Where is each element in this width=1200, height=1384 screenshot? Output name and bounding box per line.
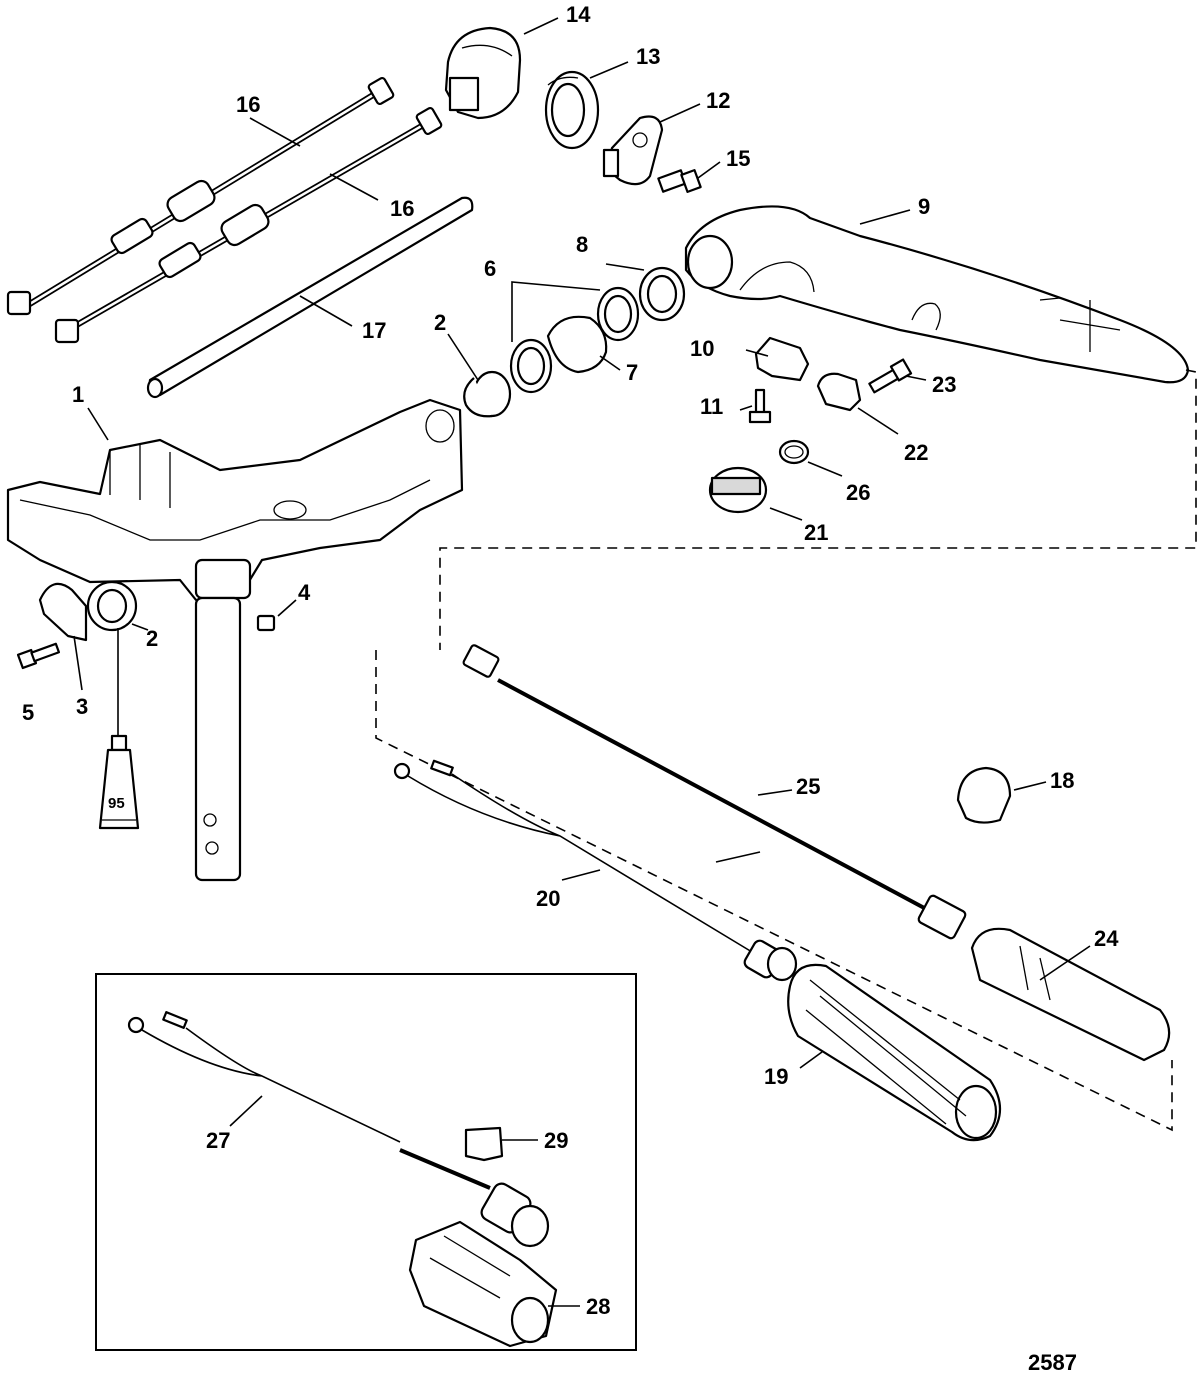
callout-25: 25: [796, 774, 820, 799]
part-16-rod-a: [6, 76, 395, 316]
callout-19: 19: [764, 1064, 788, 1089]
callout-18: 18: [1050, 768, 1074, 793]
part-14-clamp: [444, 26, 522, 120]
part-3-clip: [38, 582, 88, 642]
tube-label: 95: [108, 795, 125, 812]
part-23-bolt: [868, 358, 913, 394]
part-4-fitting: [256, 614, 276, 632]
callout-20: 20: [536, 886, 560, 911]
callout-28: 28: [586, 1294, 610, 1319]
part-16-rod-b: [54, 106, 443, 344]
part-2-bushing-lower: [86, 580, 138, 632]
inset-box: [95, 973, 637, 1351]
callout-5: 5: [22, 700, 34, 725]
callout-15: 15: [726, 146, 750, 171]
part-11-screw: [748, 388, 772, 424]
leader-lines: [73, 17, 1091, 1307]
callout-21: 21: [804, 520, 828, 545]
callout-26: 26: [846, 480, 870, 505]
callout-23: 23: [932, 372, 956, 397]
part-19-grip: [787, 963, 1001, 1142]
part-17-rod: [146, 196, 474, 399]
callout-27: 27: [206, 1128, 230, 1153]
callout-2-lower: 2: [146, 626, 158, 651]
dashed-assembly-frame: [375, 369, 1197, 1132]
callout-8: 8: [576, 232, 588, 257]
part-12-plate: [602, 115, 664, 186]
callout-3: 3: [76, 694, 88, 719]
callout-1: 1: [72, 382, 84, 407]
callout-16-b: 16: [390, 196, 414, 221]
callout-labels: 14 13 12 15 16 16 9 8 6 17 2 7 10 11 23 …: [22, 2, 1119, 1375]
lubricant-tube: [98, 628, 140, 830]
callout-11: 11: [700, 394, 723, 419]
part-5-bolt: [16, 642, 61, 670]
part-10-bracket: [754, 336, 810, 382]
callout-2-upper: 2: [434, 310, 446, 335]
callout-6: 6: [484, 256, 496, 281]
callout-7: 7: [626, 360, 638, 385]
callout-13: 13: [636, 44, 660, 69]
part-1-swivel-bracket: [6, 398, 464, 882]
part-21-knob: [708, 466, 768, 514]
callout-24: 24: [1094, 926, 1119, 951]
callout-12: 12: [706, 88, 730, 113]
part-18-ring: [956, 766, 1012, 824]
part-24-grip-sleeve: [970, 927, 1171, 1062]
callout-17: 17: [362, 318, 386, 343]
part-7-o-ring: [546, 315, 608, 374]
callout-29: 29: [544, 1128, 568, 1153]
part-13-bushing: [544, 70, 600, 150]
callout-14: 14: [566, 2, 591, 27]
part-22-clamp: [816, 372, 862, 412]
part-28-bracket: [408, 1220, 558, 1348]
callout-16-a: 16: [236, 92, 260, 117]
part-26-spring: [778, 439, 810, 465]
callout-9: 9: [918, 194, 930, 219]
callout-4: 4: [298, 580, 311, 605]
part-2-bushing-upper: [463, 370, 512, 418]
figure-number: 2587: [1028, 1350, 1077, 1375]
part-20-wire-harness: [393, 759, 798, 982]
part-15-bolt: [657, 169, 702, 193]
part-8-ring: [638, 266, 686, 322]
callout-10: 10: [690, 336, 714, 361]
part-6-rings: [509, 281, 640, 394]
part-27-wire-harness: [127, 1011, 550, 1248]
part-29-plate: [464, 1126, 504, 1162]
part-25-cable: [462, 644, 967, 940]
callout-22: 22: [904, 440, 928, 465]
part-9-tiller-handle: [684, 205, 1190, 384]
